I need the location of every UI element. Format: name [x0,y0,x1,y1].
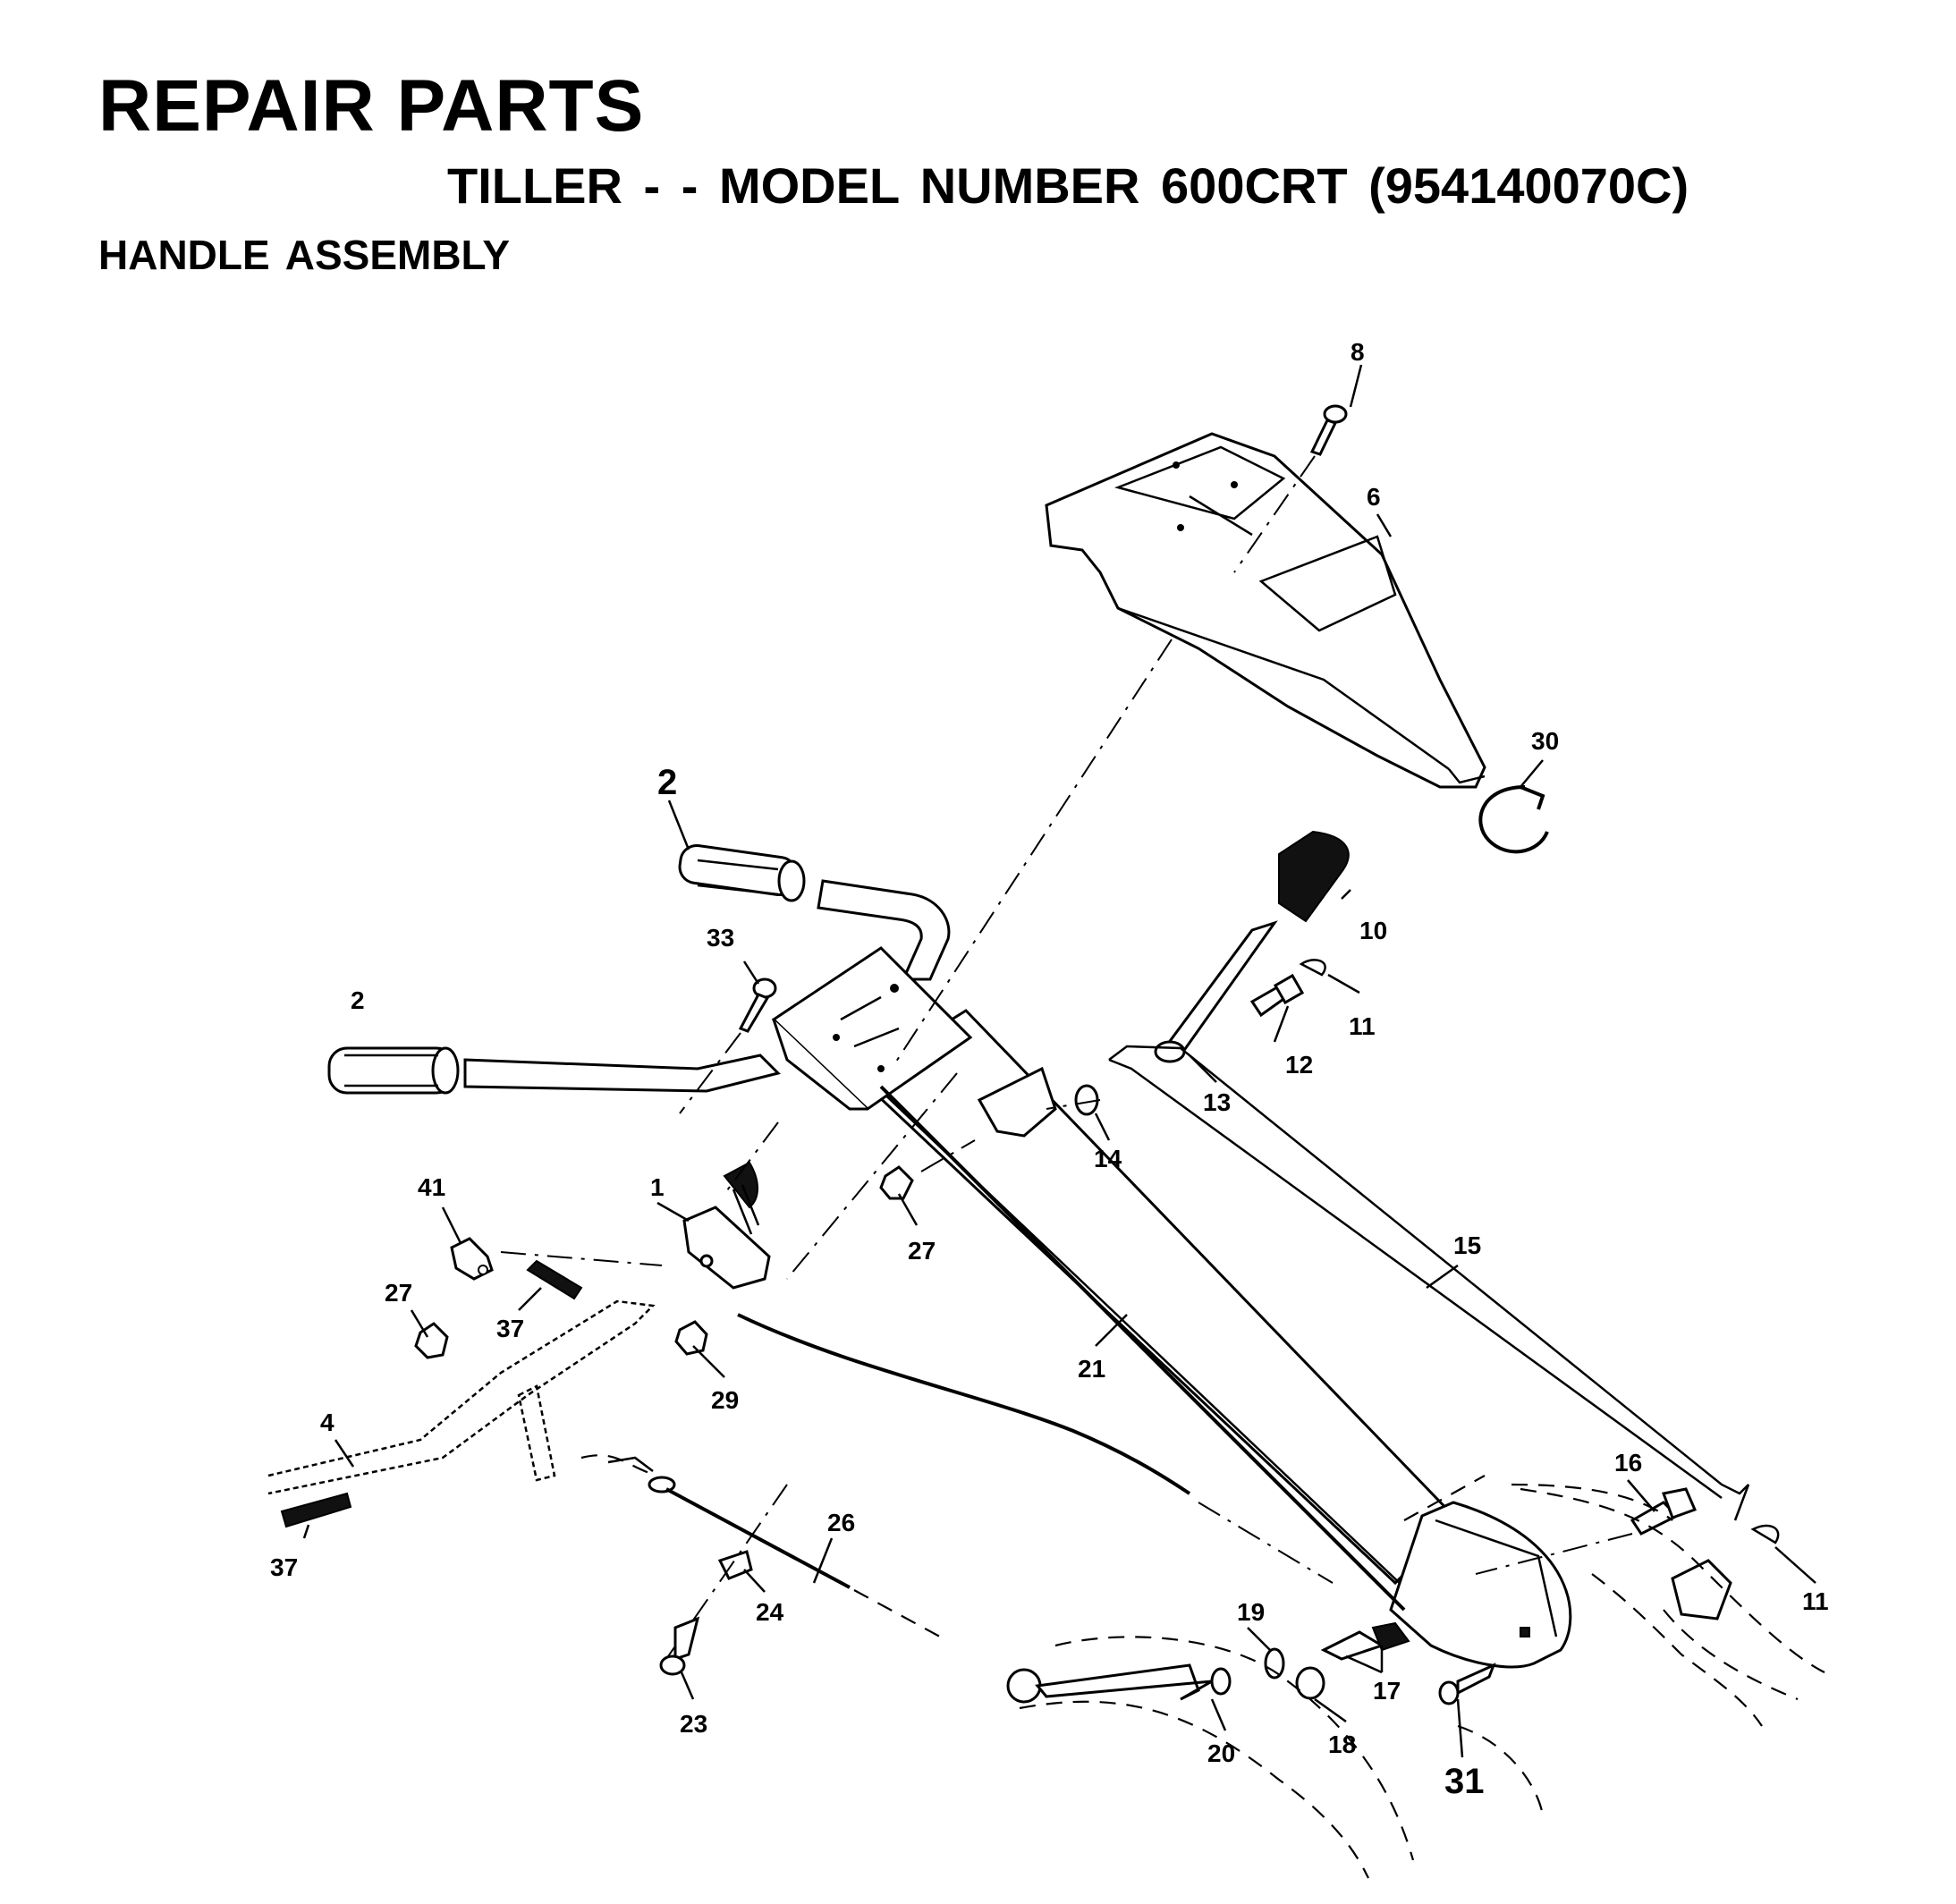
callout-19: 19 [1237,1598,1265,1626]
callout-14: 14 [1094,1145,1122,1172]
callout-11-upper: 11 [1349,1012,1376,1040]
shift-lever [1154,830,1350,1063]
spring-37-upper [526,1259,583,1300]
callout-1: 1 [650,1173,665,1201]
nut-27-upper [879,1165,914,1200]
nut-27-lower [414,1322,449,1359]
screw-33 [679,977,777,1114]
callout-30: 30 [1531,727,1559,755]
lever-20 [1006,1663,1232,1704]
callout-41: 41 [418,1173,445,1201]
callout-27-lower: 27 [385,1279,412,1307]
phantom-tine-hood [1054,1636,1415,1861]
model-subtitle: TILLER - - MODEL NUMBER 600CRT (95414007… [447,157,1689,214]
callout-6: 6 [1367,483,1381,511]
washer-14 [1074,1084,1099,1116]
callout-16: 16 [1614,1449,1642,1477]
callout-2-upper: 2 [657,763,677,802]
callout-8: 8 [1351,338,1365,366]
handle-tube [771,946,1572,1669]
callout-20: 20 [1207,1739,1235,1767]
throttle-cable [737,1313,1191,1495]
callout-27-upper: 27 [908,1237,936,1265]
spring-37-lower [280,1492,352,1528]
callout-2-lower: 2 [351,986,365,1014]
handlebar [327,843,951,1095]
callout-labels: 8 6 30 2 2 10 11 12 13 33 14 27 41 1 27 … [270,338,1829,1801]
handle-panel [1045,432,1486,789]
page-title: REPAIR PARTS [98,65,645,147]
callout-10: 10 [1359,917,1387,944]
shift-rod-15 [1108,1045,1750,1521]
nut-18 [1295,1666,1325,1700]
screw-8 [1233,404,1348,573]
callout-37-upper: 37 [496,1315,524,1342]
callout-17: 17 [1373,1677,1401,1705]
pivot-bracket [1671,1524,1780,1621]
callout-12: 12 [1285,1051,1313,1079]
callout-31: 31 [1444,1762,1485,1801]
callout-29: 29 [711,1386,739,1414]
control-1 [682,1161,771,1290]
callout-4: 4 [320,1409,334,1436]
callout-11-lower: 11 [1802,1587,1829,1615]
section-heading: HANDLE ASSEMBLY [98,232,511,278]
callout-15: 15 [1453,1231,1481,1259]
cam-17 [1320,1621,1410,1661]
clip-41 [450,1237,494,1281]
leader-lines [302,364,1816,1758]
callout-21: 21 [1078,1355,1105,1383]
screw-23 [659,1616,700,1676]
retaining-ring-30 [1478,785,1549,854]
callout-24: 24 [756,1598,784,1626]
washer-19 [1264,1647,1285,1680]
bolt-31 [1438,1663,1496,1705]
callout-26: 26 [827,1509,855,1536]
grip-upper-2 [678,843,806,902]
callout-23: 23 [680,1710,707,1738]
grip-lower-2 [327,1046,460,1095]
nut-29 [674,1320,708,1356]
callout-33: 33 [707,924,734,952]
callout-13: 13 [1203,1088,1231,1116]
callout-37-lower: 37 [270,1553,298,1581]
phantom-bar-4 [267,1299,656,1495]
callout-18: 18 [1328,1731,1356,1758]
